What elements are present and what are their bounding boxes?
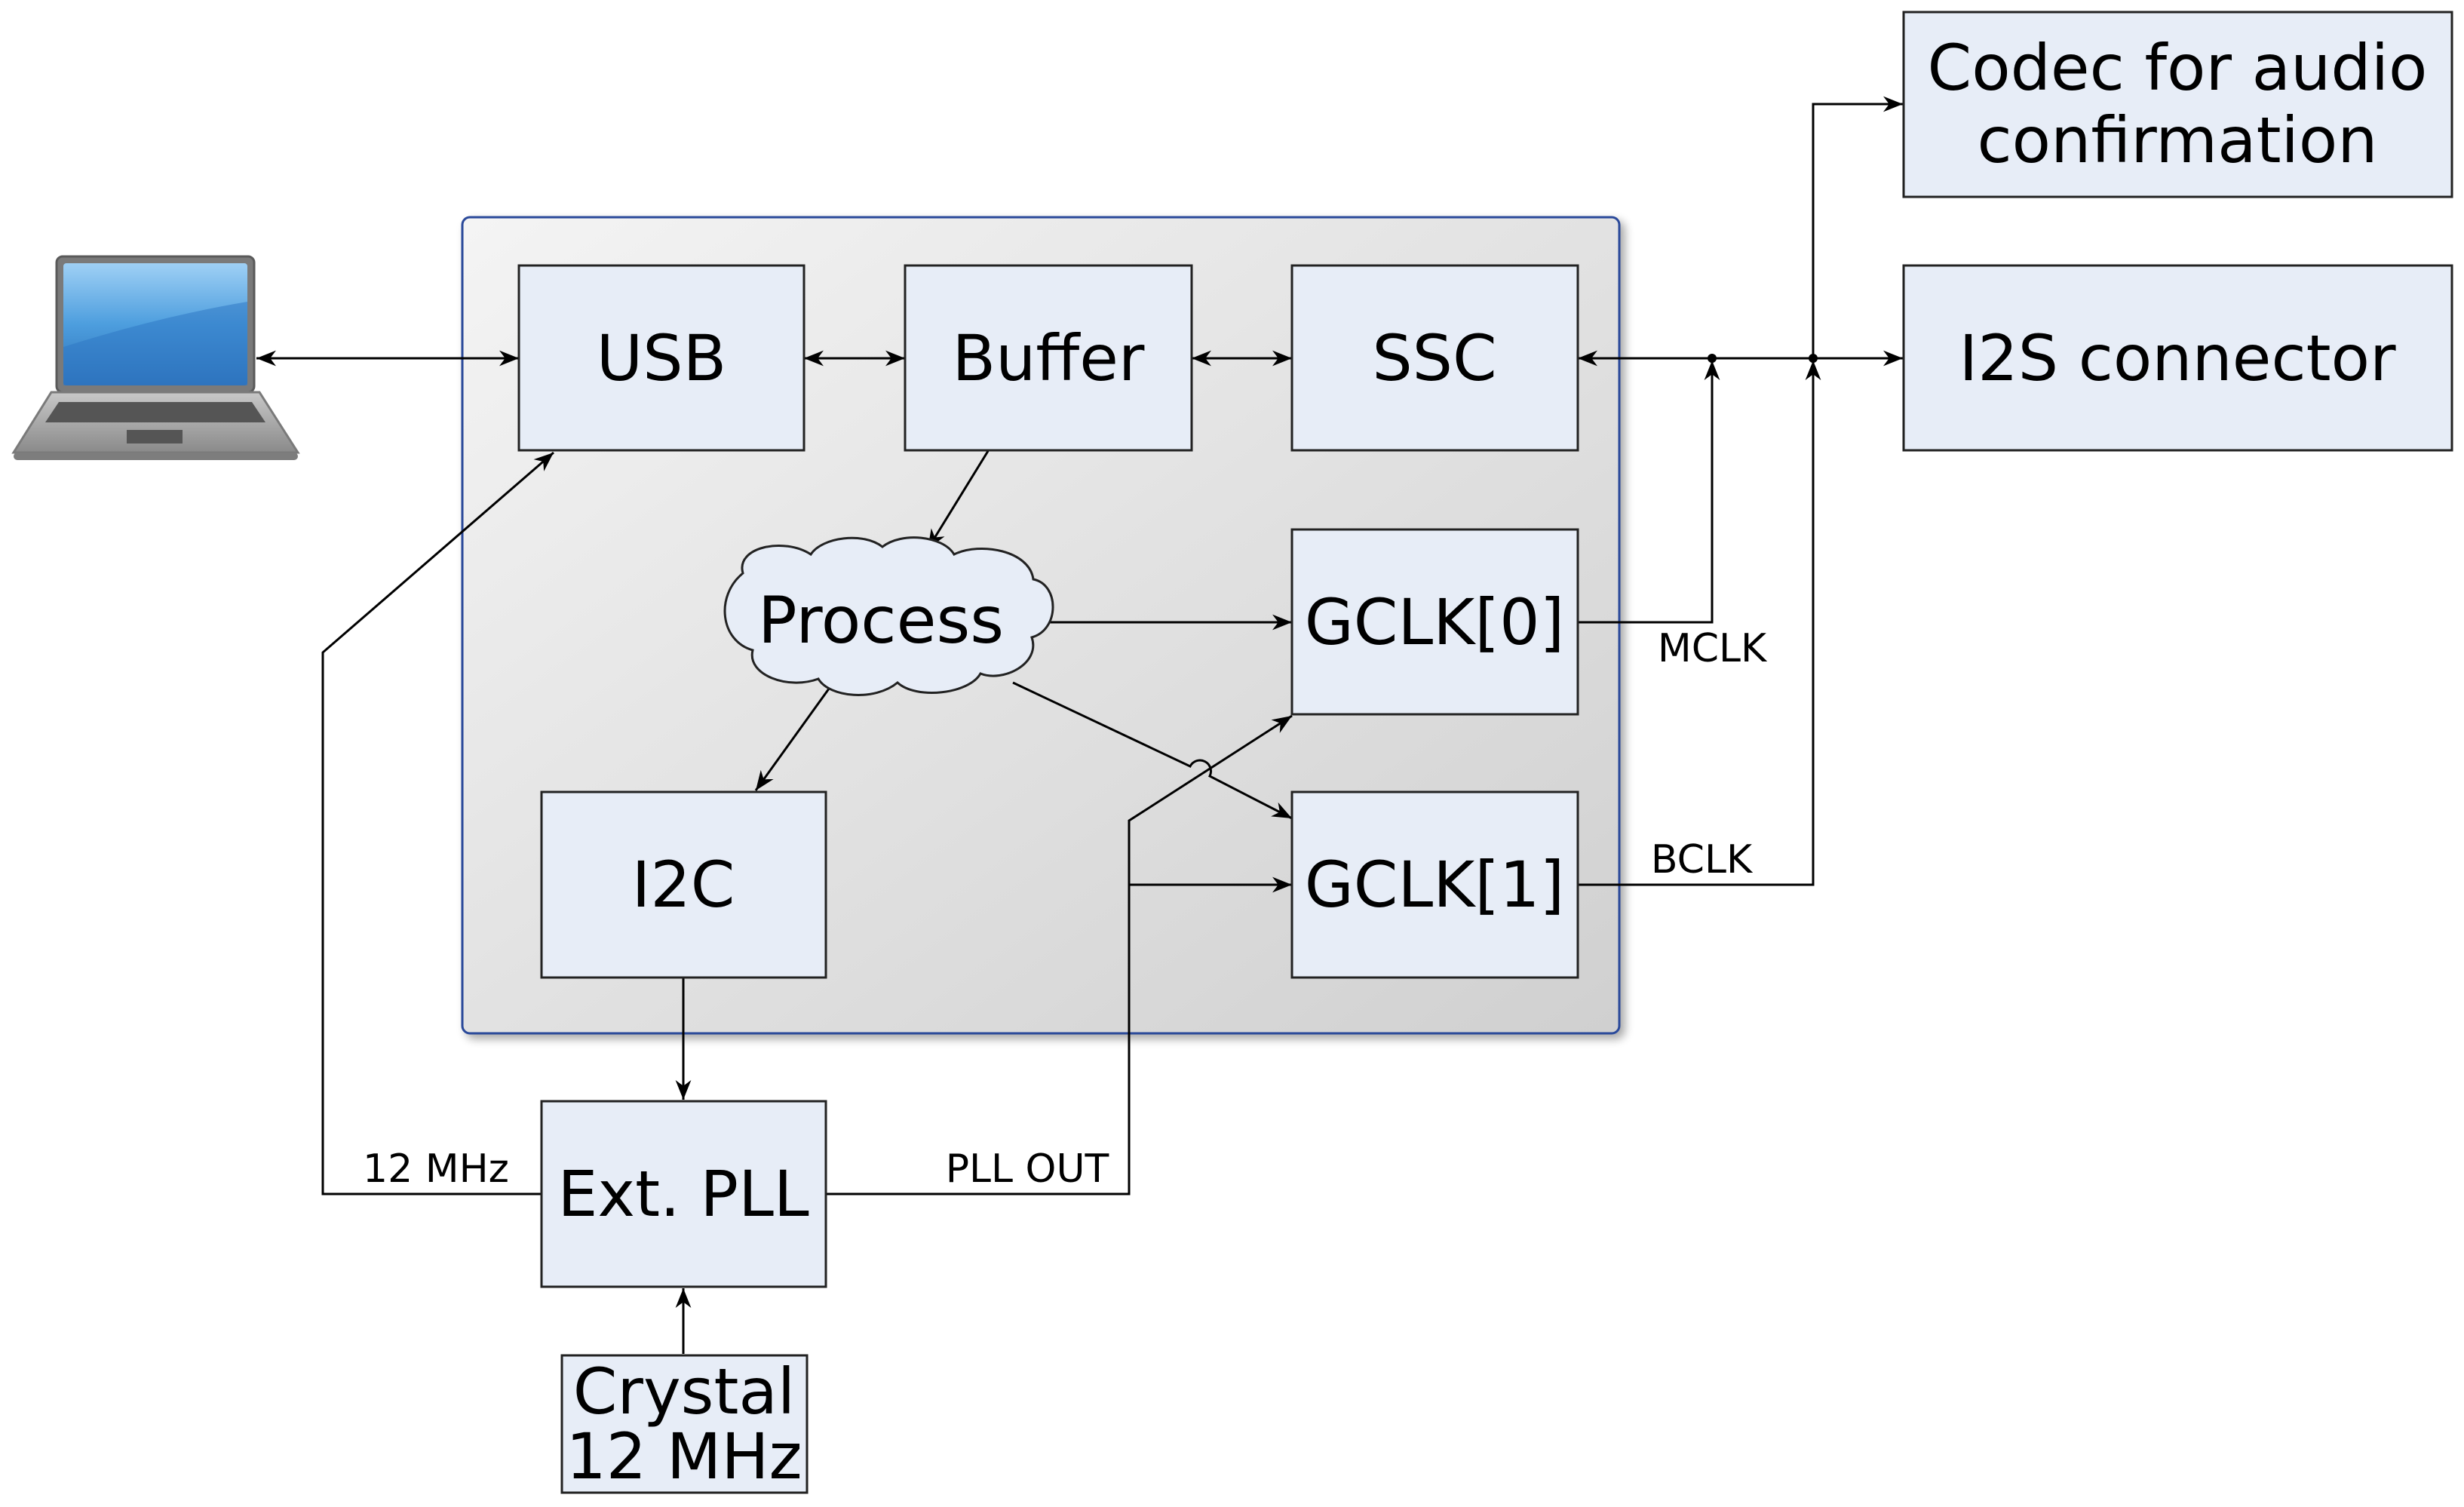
laptop-icon <box>11 255 300 460</box>
pll-out-label: PLL OUT <box>946 1146 1109 1192</box>
gclk1-block: GCLK[1] <box>1290 790 1579 979</box>
i2c-label: I2C <box>632 848 735 922</box>
usb-label: USB <box>597 321 726 395</box>
buffer-block: Buffer <box>904 264 1193 452</box>
wire-bus-codec <box>1812 96 1903 358</box>
gclk0-block: GCLK[0] <box>1290 528 1579 716</box>
process-label: Process <box>758 583 1004 658</box>
wire-12mhz-usb <box>321 451 554 1195</box>
wire-bclk <box>1578 361 1821 886</box>
junction-mclk <box>1708 354 1717 363</box>
mclk-label: MCLK <box>1658 626 1768 671</box>
i2s-label: I2S connector <box>1959 321 2395 395</box>
codec-block: Codec for audio confirmation <box>1902 11 2453 198</box>
gclk1-label: GCLK[1] <box>1305 848 1565 922</box>
i2c-block: I2C <box>540 790 827 979</box>
wire-buffer-process <box>926 450 990 550</box>
crystal-label-line1: Crystal <box>573 1355 795 1429</box>
crystal-label-line2: 12 MHz <box>566 1420 802 1493</box>
wire-process-gclk1 <box>1012 681 1293 820</box>
crystal-block: Crystal 12 MHz <box>560 1354 809 1494</box>
i2s-connector-block: I2S connector <box>1902 264 2453 452</box>
wire-process-i2c <box>754 680 836 791</box>
usb-block: USB <box>517 264 805 452</box>
ext-pll-label: Ext. PLL <box>557 1157 809 1231</box>
gclk0-label: GCLK[0] <box>1305 585 1565 659</box>
codec-label-line1: Codec for audio <box>1928 31 2428 105</box>
codec-label-line2: confirmation <box>1978 103 2378 177</box>
buffer-label: Buffer <box>953 321 1145 395</box>
bclk-label: BCLK <box>1651 837 1754 882</box>
wire-mclk <box>1578 361 1720 624</box>
wire-pllout-gclk0 <box>827 714 1293 1195</box>
ssc-block: SSC <box>1290 264 1579 452</box>
ssc-label: SSC <box>1372 321 1496 395</box>
ext-pll-block: Ext. PLL <box>540 1100 827 1288</box>
process-cloud: Process <box>723 536 1054 696</box>
junction-bclk <box>1809 354 1818 363</box>
12mhz-label: 12 MHz <box>363 1146 509 1192</box>
